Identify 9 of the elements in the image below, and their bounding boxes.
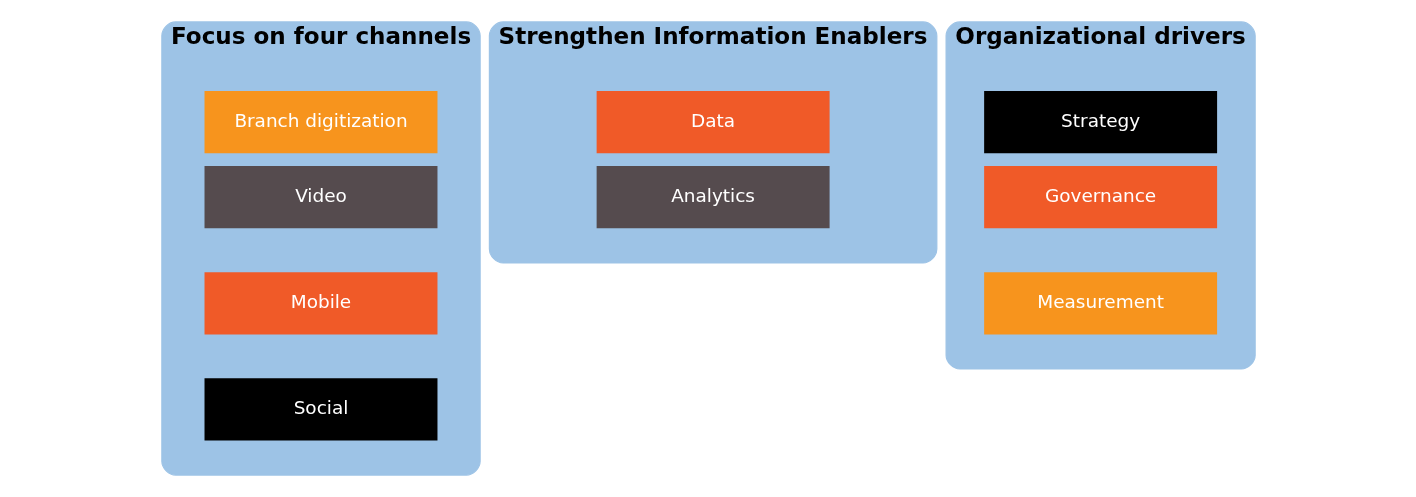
node-box: Analytics — [596, 166, 830, 229]
node-box: Social — [204, 378, 437, 441]
node-box: Governance — [983, 166, 1217, 229]
node-box: Data — [596, 91, 830, 154]
node-box: Measurement — [983, 272, 1217, 335]
node-box: Strategy — [983, 91, 1217, 154]
node-box: Mobile — [204, 272, 437, 335]
node-box: Video — [204, 166, 437, 229]
node-box: Branch digitization — [204, 91, 437, 154]
